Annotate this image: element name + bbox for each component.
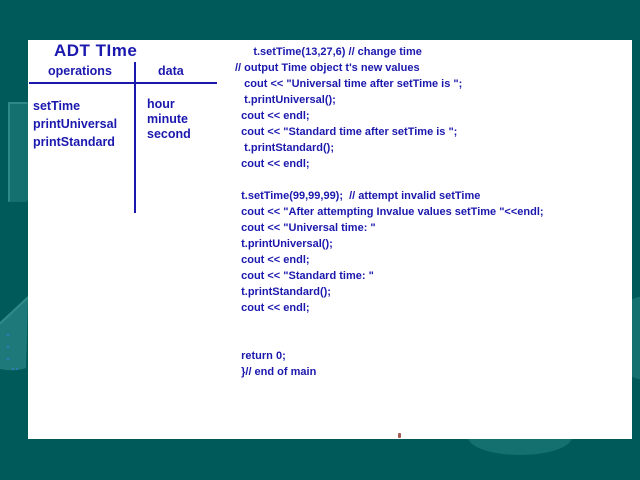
code-line: cout << "After attempting Invalue values… [235,206,544,218]
wedge-dot [11,367,15,371]
data-member-item: hour [147,97,175,111]
content-panel: ADT TIme operations data setTime printUni… [28,40,632,439]
code-line: // output Time object t's new values [235,62,420,74]
table-vertical-rule [134,62,136,213]
left-bar-shape [8,102,28,202]
code-line [235,172,544,188]
code-line: t.printUniversal(); [235,94,336,106]
wedge-dot [15,367,19,371]
column-header-data: data [158,64,184,78]
code-line: }// end of main [235,366,317,378]
wedge-dot [6,357,10,361]
code-line: cout << endl; [235,110,310,122]
code-line: cout << endl; [235,158,310,170]
code-line [235,332,544,348]
code-line: cout << "Universal time: " [235,222,376,234]
code-line: t.printStandard(); [235,142,334,154]
table-horizontal-rule [29,82,217,84]
code-line [235,316,544,332]
column-header-operations: operations [48,64,112,78]
stray-mark [398,433,401,438]
code-line: t.printUniversal(); [235,238,333,250]
code-line: cout << "Standard time after setTime is … [235,126,458,138]
operation-item: printUniversal [33,117,118,131]
code-line: cout << endl; [235,302,310,314]
operation-item: printStandard [33,135,115,149]
code-line: t.setTime(99,99,99); // attempt invalid … [235,190,481,202]
code-line: t.setTime(13,27,6) // change time [235,46,422,58]
code-line: return 0; [235,350,286,362]
operations-list: setTime printUniversal printStandard [33,97,117,151]
code-listing: t.setTime(13,27,6) // change time // outp… [235,44,544,380]
left-wedge-shape [0,296,28,371]
code-line: t.printStandard(); [235,286,331,298]
data-member-item: second [147,127,191,141]
code-line: cout << "Standard time: " [235,270,374,282]
wedge-dot [6,345,10,349]
code-line: cout << endl; [235,254,310,266]
operation-item: setTime [33,99,81,113]
data-member-item: minute [147,112,188,126]
slide-title: ADT TIme [54,41,138,60]
code-line: cout << "Universal time after setTime is… [235,78,463,90]
wedge-dot [6,333,10,337]
